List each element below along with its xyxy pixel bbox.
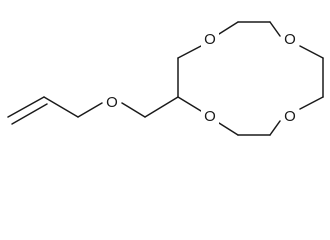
oxygen-label-ring-top-right: O — [284, 31, 296, 48]
ether-bond-2 — [144, 96, 179, 118]
allyl-bond-2 — [43, 96, 79, 118]
ring-bond-11 — [218, 122, 239, 136]
vinyl-bond-1 — [7, 96, 45, 118]
ether-bond-1 — [121, 102, 146, 118]
allyl-bond-3 — [77, 102, 103, 118]
oxygen-label-ring-bottom-right: O — [284, 108, 296, 125]
vinyl-bond-1-double — [11, 103, 48, 125]
ring-bond-9 — [269, 120, 281, 136]
oxygen-label-ring-bottom-left: O — [204, 108, 216, 125]
ring-bond-12 — [177, 96, 202, 112]
oxygen-label-ether: O — [106, 94, 118, 111]
oxygen-label-ring-top-left: O — [204, 31, 216, 48]
oxygen-atom-ring-top-left: O — [201, 31, 219, 49]
molecule-diagram: O O O O O — [7, 21, 324, 136]
ring-bond-5 — [269, 21, 281, 37]
oxygen-atom-ring-bottom-left: O — [201, 108, 219, 126]
chemical-structure-canvas: O O O O O — [7, 21, 324, 136]
oxygen-atom-ether: O — [103, 94, 121, 112]
ring-bond-3 — [218, 21, 239, 35]
ring-bond-6 — [299, 45, 324, 59]
ring-bond-2 — [177, 45, 202, 59]
oxygen-atom-ring-bottom-right: O — [281, 108, 299, 126]
oxygen-atom-ring-top-right: O — [281, 31, 299, 49]
ring-bond-8 — [299, 96, 324, 110]
